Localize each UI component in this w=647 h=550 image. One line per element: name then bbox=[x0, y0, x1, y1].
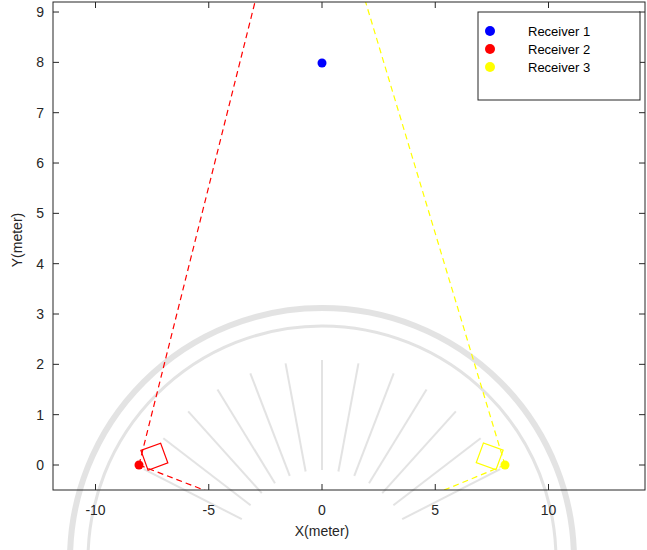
watermark-ray bbox=[163, 438, 250, 505]
legend-text: Receiver 2 bbox=[528, 42, 590, 57]
watermark-arc bbox=[70, 308, 574, 550]
y-tick bbox=[53, 465, 59, 466]
coverage-lines bbox=[139, 2, 505, 490]
legend-box bbox=[478, 12, 640, 100]
x-tick bbox=[208, 2, 209, 8]
y-tick bbox=[639, 163, 645, 164]
watermark-ray bbox=[218, 389, 275, 483]
x-tick bbox=[95, 484, 96, 490]
watermark-ray bbox=[144, 469, 242, 519]
axis-title: Y(meter) bbox=[9, 213, 25, 267]
axis-title: X(meter) bbox=[295, 523, 349, 539]
y-tick bbox=[53, 314, 59, 315]
legend-swatch bbox=[485, 62, 495, 72]
x-tick bbox=[208, 484, 209, 490]
x-tick bbox=[548, 2, 549, 8]
watermark-ray bbox=[188, 411, 262, 493]
x-tick-label: 0 bbox=[318, 502, 326, 518]
watermark-ray bbox=[321, 360, 323, 470]
x-tick bbox=[435, 484, 436, 490]
y-tick bbox=[53, 364, 59, 365]
y-tick-label: 0 bbox=[36, 457, 44, 473]
watermark-ray bbox=[250, 373, 289, 476]
watermark-arc bbox=[88, 326, 556, 550]
axes-box bbox=[53, 2, 645, 490]
legend-swatch bbox=[485, 44, 495, 54]
watermark-rays bbox=[144, 360, 500, 519]
x-tick bbox=[435, 2, 436, 8]
x-tick bbox=[322, 2, 323, 8]
legend-swatch bbox=[485, 26, 495, 36]
y-tick bbox=[639, 414, 645, 415]
x-tick bbox=[95, 2, 96, 8]
watermark-ray bbox=[338, 363, 358, 471]
x-tick-label: 10 bbox=[541, 502, 557, 518]
x-tick bbox=[322, 484, 323, 490]
watermark-ray bbox=[369, 389, 426, 483]
x-tick-label: -10 bbox=[85, 502, 105, 518]
x-tick bbox=[548, 484, 549, 490]
y-tick bbox=[639, 112, 645, 113]
watermark-ray bbox=[354, 373, 393, 476]
y-tick bbox=[639, 465, 645, 466]
y-tick bbox=[639, 364, 645, 365]
y-tick-label: 5 bbox=[36, 205, 44, 221]
x-tick-label: 5 bbox=[431, 502, 439, 518]
receiver-square bbox=[141, 443, 168, 470]
watermark-ray bbox=[393, 438, 480, 505]
y-tick-label: 4 bbox=[36, 256, 44, 272]
y-tick bbox=[53, 263, 59, 264]
receiver-dot bbox=[318, 59, 327, 68]
y-tick bbox=[639, 263, 645, 264]
y-tick bbox=[53, 112, 59, 113]
legend-text: Receiver 3 bbox=[528, 60, 590, 75]
y-tick bbox=[53, 12, 59, 13]
watermark bbox=[70, 308, 574, 550]
coverage-line bbox=[139, 2, 258, 465]
y-tick-label: 9 bbox=[36, 4, 44, 20]
watermark-ray bbox=[402, 469, 500, 519]
receiver-dot bbox=[135, 461, 144, 470]
y-tick-label: 7 bbox=[36, 105, 44, 121]
y-tick-label: 2 bbox=[36, 356, 44, 372]
receiver-dot bbox=[501, 461, 510, 470]
watermark-ray bbox=[286, 363, 306, 471]
y-tick-label: 1 bbox=[36, 407, 44, 423]
y-tick-label: 8 bbox=[36, 54, 44, 70]
legend-text: Receiver 1 bbox=[528, 24, 590, 39]
y-tick bbox=[53, 62, 59, 63]
y-tick-label: 3 bbox=[36, 306, 44, 322]
x-tick-label: -5 bbox=[203, 502, 215, 518]
receiver-square bbox=[476, 443, 503, 470]
y-tick bbox=[639, 314, 645, 315]
tick-marks bbox=[53, 2, 645, 490]
y-tick-label: 6 bbox=[36, 155, 44, 171]
watermark-ray bbox=[382, 411, 456, 493]
y-tick bbox=[53, 163, 59, 164]
y-tick bbox=[639, 213, 645, 214]
y-tick bbox=[53, 213, 59, 214]
y-tick bbox=[53, 414, 59, 415]
